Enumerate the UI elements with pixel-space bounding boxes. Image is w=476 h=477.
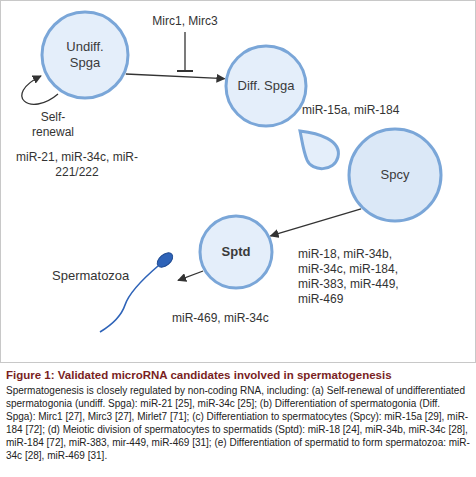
cell-label: Sptd: [222, 244, 251, 260]
mirna-list: miR-18, miR-34b, miR-34c, miR-184, miR-3…: [298, 247, 412, 307]
cell-body: [349, 129, 441, 221]
cell-body: [42, 12, 128, 98]
cell-label: Undiff. Spga: [54, 39, 116, 71]
cell-content: Spcy: [347, 127, 443, 223]
figure-caption: Spermatogenesis is closely regulated by …: [6, 384, 470, 462]
cell-label: Spcy: [381, 167, 410, 183]
diagram-label: Mirc1, Mirc3: [145, 14, 225, 29]
arrow-connector: [178, 271, 203, 280]
cell-content: Undiff. Spga: [40, 10, 130, 100]
diagram-label: miR-15a, miR-184: [302, 103, 406, 118]
cell-circle: Sptd: [198, 214, 274, 290]
cell-circle: Undiff. Spga: [40, 10, 130, 100]
cell-content: Diff. Spga: [224, 44, 308, 128]
sperm-outline: [90, 250, 180, 336]
cell-content: Sptd: [198, 214, 274, 290]
arrow-connector: [126, 74, 225, 79]
inhibition-bar: [177, 70, 193, 72]
cell-body: [200, 216, 272, 288]
diagram-label: Self-renewal: [24, 110, 82, 140]
cell-body: [226, 46, 306, 126]
cell-label: Diff. Spga: [238, 78, 295, 94]
sperm-head: [155, 250, 176, 270]
cell-circle: Spcy: [347, 127, 443, 223]
mirna-list: miR-469, miR-34c: [172, 311, 296, 326]
inhibition-line: [184, 32, 185, 71]
cell-circle: Diff. Spga: [224, 44, 308, 128]
figure-frame: [1, 1, 476, 363]
arrow-connector: [270, 209, 361, 236]
figure-title: Figure 1: Validated microRNA candidates …: [6, 368, 470, 382]
node-heading: Spermatozoa: [52, 268, 129, 284]
spermatozoa-node: Spermatozoa: [90, 250, 180, 336]
budding-cell: [300, 131, 338, 169]
diagram-label: miR-21, miR-34c, miR-221/222: [16, 150, 138, 180]
